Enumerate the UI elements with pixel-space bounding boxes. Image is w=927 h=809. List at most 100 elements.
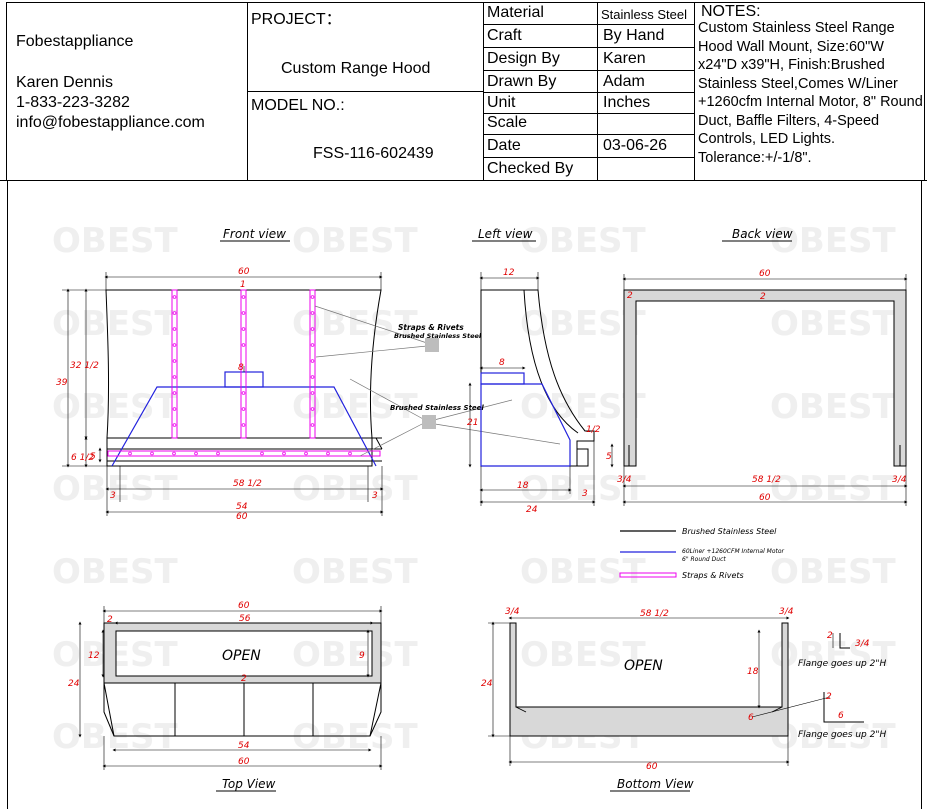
dim-front-band: 6 1/2 — [71, 453, 94, 463]
dim-left-height: 21 — [467, 418, 478, 428]
dim-front-side-left: 3 — [110, 491, 116, 501]
model-value: FSS-116-602439 — [313, 145, 434, 162]
top-view: OPEN 60 2 56 12 9 24 2 54 60 — [68, 601, 383, 770]
rivet — [310, 407, 315, 411]
flange-top-labels: 2 3/4 — [827, 631, 870, 649]
rivet — [326, 451, 330, 456]
dim-top-inner: 56 — [239, 614, 251, 624]
dim-back-corner-left: 3/4 — [617, 475, 632, 485]
dim-bottom-width: 60 — [646, 762, 658, 772]
spec-value-design: Karen — [603, 50, 646, 67]
strap-horizontal — [107, 450, 381, 457]
dim-left-bottom: 24 — [526, 505, 538, 515]
leader-line — [315, 345, 428, 358]
rivet — [310, 295, 315, 299]
legend-liner-1: 60Liner +1260CFM Internal Motor — [682, 548, 785, 555]
callout-marker — [425, 338, 439, 352]
dim-left-side: 1/2 — [586, 425, 601, 435]
front-callout-labels: Straps & Rivets Brushed Stainless Steel … — [390, 323, 484, 412]
rivet — [172, 375, 177, 379]
dim-bottom-depth: 24 — [481, 679, 493, 689]
left-liner-outline — [480, 383, 571, 467]
rivet — [172, 451, 176, 456]
rivet — [172, 295, 177, 299]
flange-detail-top — [832, 633, 850, 649]
legend-liner-2: 6" Round Duct — [682, 556, 726, 563]
watermark: OBEST — [770, 552, 897, 592]
left-hood-curve — [523, 289, 579, 434]
dim-bottom-lip: 6 — [748, 713, 754, 723]
flange-note-top: Flange goes up 2"H — [798, 659, 886, 669]
spec-label-drawn: Drawn By — [487, 73, 557, 90]
title-block: Fobestappliance Karen Dennis 1-833-223-3… — [0, 0, 927, 181]
dim-back-wall: 2 — [627, 291, 633, 301]
rivet — [172, 391, 177, 395]
contact-email: info@fobestappliance.com — [16, 114, 205, 131]
watermark: OBEST — [292, 717, 419, 757]
dim-front-width-outer: 60 — [236, 512, 248, 522]
dim-front-band-inner: 5 — [90, 452, 96, 462]
left-hood-outline — [480, 289, 595, 467]
watermark: OBEST — [292, 304, 419, 344]
front-straps — [107, 289, 381, 457]
left-view: 12 8 21 1/2 18 3 24 — [467, 268, 601, 515]
dim-left-foot: 3 — [582, 489, 588, 499]
rivet — [310, 359, 315, 363]
watermark: OBEST — [770, 469, 897, 509]
rivet — [128, 451, 132, 456]
dim-front-width-top: 60 — [238, 267, 250, 277]
bottom-dim-labels: 3/4 58 1/2 3/4 24 18 6 60 — [481, 607, 794, 772]
spec-value-unit: Inches — [603, 94, 651, 111]
watermark: OBEST — [770, 717, 897, 757]
top-side-edge — [103, 682, 115, 737]
flange-detail-bottom — [823, 692, 864, 723]
watermark: OBEST — [520, 552, 647, 592]
rivet — [150, 451, 154, 456]
flange-note-bottom: Flange goes up 2"H — [798, 730, 886, 740]
watermark: OBEST — [52, 304, 179, 344]
dim-back-corner-right: 3/4 — [892, 475, 907, 485]
rivet — [216, 451, 220, 456]
spec-value-material: Stainless Steel — [601, 7, 687, 22]
spec-label-scale: Scale — [487, 114, 528, 131]
dim-flange-lip: 6 — [838, 711, 844, 721]
rivet — [172, 359, 177, 363]
rivet — [310, 391, 315, 395]
watermark: OBEST — [520, 635, 647, 675]
front-dim-labels: 60 1 8 39 32 1/2 6 1/2 5 58 1/2 3 3 54 6… — [56, 267, 378, 522]
rivet — [172, 327, 177, 331]
watermark: OBEST — [52, 552, 179, 592]
leader-line — [359, 422, 425, 457]
flange-profile — [839, 633, 850, 649]
dim-bottom-corner-right: 3/4 — [779, 607, 794, 617]
back-dim-labels: 60 2 2 5 3/4 58 1/2 3/4 60 — [606, 269, 907, 503]
watermark: OBEST — [292, 221, 419, 261]
dim-front-upper-height: 32 1/2 — [70, 361, 99, 371]
callout-straps: Straps & Rivets — [398, 323, 464, 332]
spec-label-checked: Checked By — [487, 160, 574, 177]
rivet — [348, 451, 352, 456]
rivet — [172, 343, 177, 347]
callout-brushed: Brushed Stainless Steel — [390, 404, 484, 412]
spec-label-design: Design By — [487, 50, 560, 67]
dim-top-width: 60 — [238, 601, 250, 611]
spec-label-craft: Craft — [487, 27, 522, 44]
bottom-view: OPEN 3/4 58 1/2 3/4 24 18 6 60 2 — [481, 607, 886, 772]
callout-straps-sub: Brushed Stainless Steel — [394, 332, 482, 340]
leader-line — [433, 399, 513, 421]
dim-top-opening-inner: 9 — [359, 651, 365, 661]
spec-label-unit: Unit — [487, 94, 516, 111]
strap — [240, 289, 247, 439]
notes-title: NOTES: — [701, 3, 761, 20]
spec-value-drawn: Adam — [603, 73, 645, 90]
contact-phone: 1-833-223-3282 — [16, 94, 130, 111]
strap — [171, 289, 178, 439]
model-label: MODEL NO.: — [251, 97, 345, 114]
dim-front-duct: 8 — [238, 363, 244, 373]
dim-left-top: 12 — [503, 268, 515, 278]
view-titles: Front view Left view Back view Top View … — [216, 227, 793, 792]
title-block-grid — [0, 2, 927, 181]
rivet — [310, 375, 315, 379]
dim-left-bottom-inner: 18 — [517, 481, 529, 491]
front-hood-outline — [105, 289, 382, 467]
